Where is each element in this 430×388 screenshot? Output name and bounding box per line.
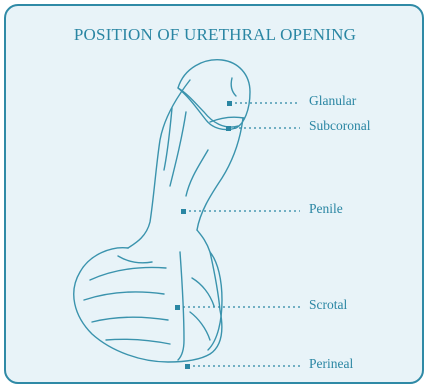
label-perineal: Perineal xyxy=(309,356,353,372)
scrotal-fold-3 xyxy=(92,317,168,322)
scrotal-fold-5 xyxy=(192,278,214,306)
glans-outline xyxy=(178,60,250,130)
label-penile: Penile xyxy=(309,201,343,217)
scrotal-fold-6 xyxy=(190,312,210,340)
label-subcoronal: Subcoronal xyxy=(309,118,371,134)
shaft-fold-3 xyxy=(186,150,208,196)
shaft-fold-2 xyxy=(170,112,186,186)
shaft-outline-right xyxy=(197,118,243,230)
marker-scrotal xyxy=(175,305,180,310)
marker-perineal xyxy=(185,364,190,369)
scrotum-right-bulge xyxy=(208,252,222,350)
label-scrotal: Scrotal xyxy=(309,297,347,313)
label-glanular: Glanular xyxy=(309,93,356,109)
glans-meatus-line xyxy=(231,78,236,96)
marker-subcoronal xyxy=(226,126,231,131)
shaft-outline-left xyxy=(128,80,190,248)
marker-glanular xyxy=(227,101,232,106)
coronal-line xyxy=(210,117,244,122)
scrotal-fold-2 xyxy=(84,292,164,300)
scrotal-fold-4 xyxy=(106,339,170,344)
marker-penile xyxy=(181,209,186,214)
scrotal-fold-1 xyxy=(90,268,166,281)
shaft-fold-1 xyxy=(164,108,172,170)
foreskin-fold xyxy=(178,88,238,127)
scrotal-fold-7 xyxy=(118,256,152,263)
